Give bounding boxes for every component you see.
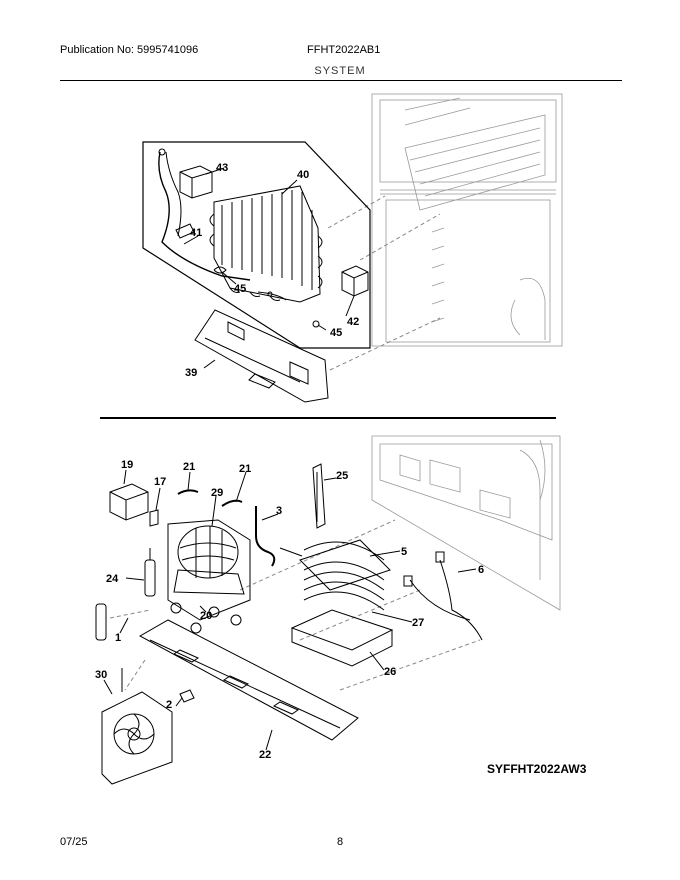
part-label-2: 2: [166, 699, 172, 711]
cabinet-upper: [371, 93, 563, 347]
evaporator-coil: [209, 185, 323, 303]
part-label-22: 22: [259, 749, 271, 761]
part-label-1: 1: [115, 632, 121, 644]
part-label-41: 41: [190, 227, 202, 239]
footer-date: 07/25: [60, 836, 88, 848]
start-relay: [109, 483, 149, 521]
part-label-30: 30: [95, 669, 107, 681]
part-label-39: 39: [185, 367, 197, 379]
defrost-timer: [179, 165, 213, 199]
part-label-45b: 45: [330, 327, 342, 339]
part-label-29: 29: [211, 487, 223, 499]
publication-number: Publication No: 5995741096: [60, 44, 199, 56]
drain-pan: [290, 609, 394, 651]
cabinet-lower: [371, 435, 561, 611]
clip-a: [177, 489, 199, 495]
suction-line: [158, 151, 251, 281]
section-title: SYSTEM: [314, 65, 366, 77]
header-rule: [60, 80, 622, 81]
wire-harness: [439, 559, 483, 641]
section-divider: [100, 417, 556, 419]
part-label-40: 40: [297, 169, 309, 181]
mounting-bracket: [179, 689, 195, 703]
overload-protector: [149, 509, 159, 527]
part-label-25: 25: [336, 470, 348, 482]
evaporator-panel-outline: [142, 141, 371, 349]
diagram-reference-code: SYFFHT2022AW3: [487, 762, 587, 776]
part-label-26: 26: [384, 666, 396, 678]
part-label-19: 19: [121, 459, 133, 471]
grommet-a: [213, 266, 227, 274]
part-label-45a: 45: [234, 283, 246, 295]
drain-tube: [312, 463, 326, 529]
clip-b: [221, 499, 243, 507]
model-number: FFHT2022AB1: [307, 44, 381, 56]
part-label-21b: 21: [239, 463, 251, 475]
part-label-24: 24: [106, 573, 119, 585]
compressor-mount-outline: [167, 519, 251, 621]
part-label-6: 6: [478, 564, 484, 576]
part-label-27: 27: [412, 617, 424, 629]
evaporator-cover: [194, 309, 329, 403]
condenser-fan: [101, 668, 173, 785]
terminal-block: [341, 265, 369, 297]
discharge-tube: [255, 506, 276, 567]
condenser-coil: [279, 539, 391, 611]
compressor: [173, 525, 245, 595]
part-label-42: 42: [347, 316, 359, 328]
page-number: 8: [337, 836, 344, 848]
capacitor: [95, 603, 107, 641]
part-label-20: 20: [200, 610, 212, 622]
part-label-3: 3: [276, 505, 282, 517]
part-label-17: 17: [154, 476, 166, 488]
part-label-21a: 21: [183, 461, 195, 473]
part-label-5: 5: [401, 546, 407, 558]
filter-drier: [144, 559, 156, 597]
compressor-base-plate: [138, 619, 359, 741]
grommet-b: [312, 320, 320, 328]
part-label-43: 43: [216, 162, 228, 174]
